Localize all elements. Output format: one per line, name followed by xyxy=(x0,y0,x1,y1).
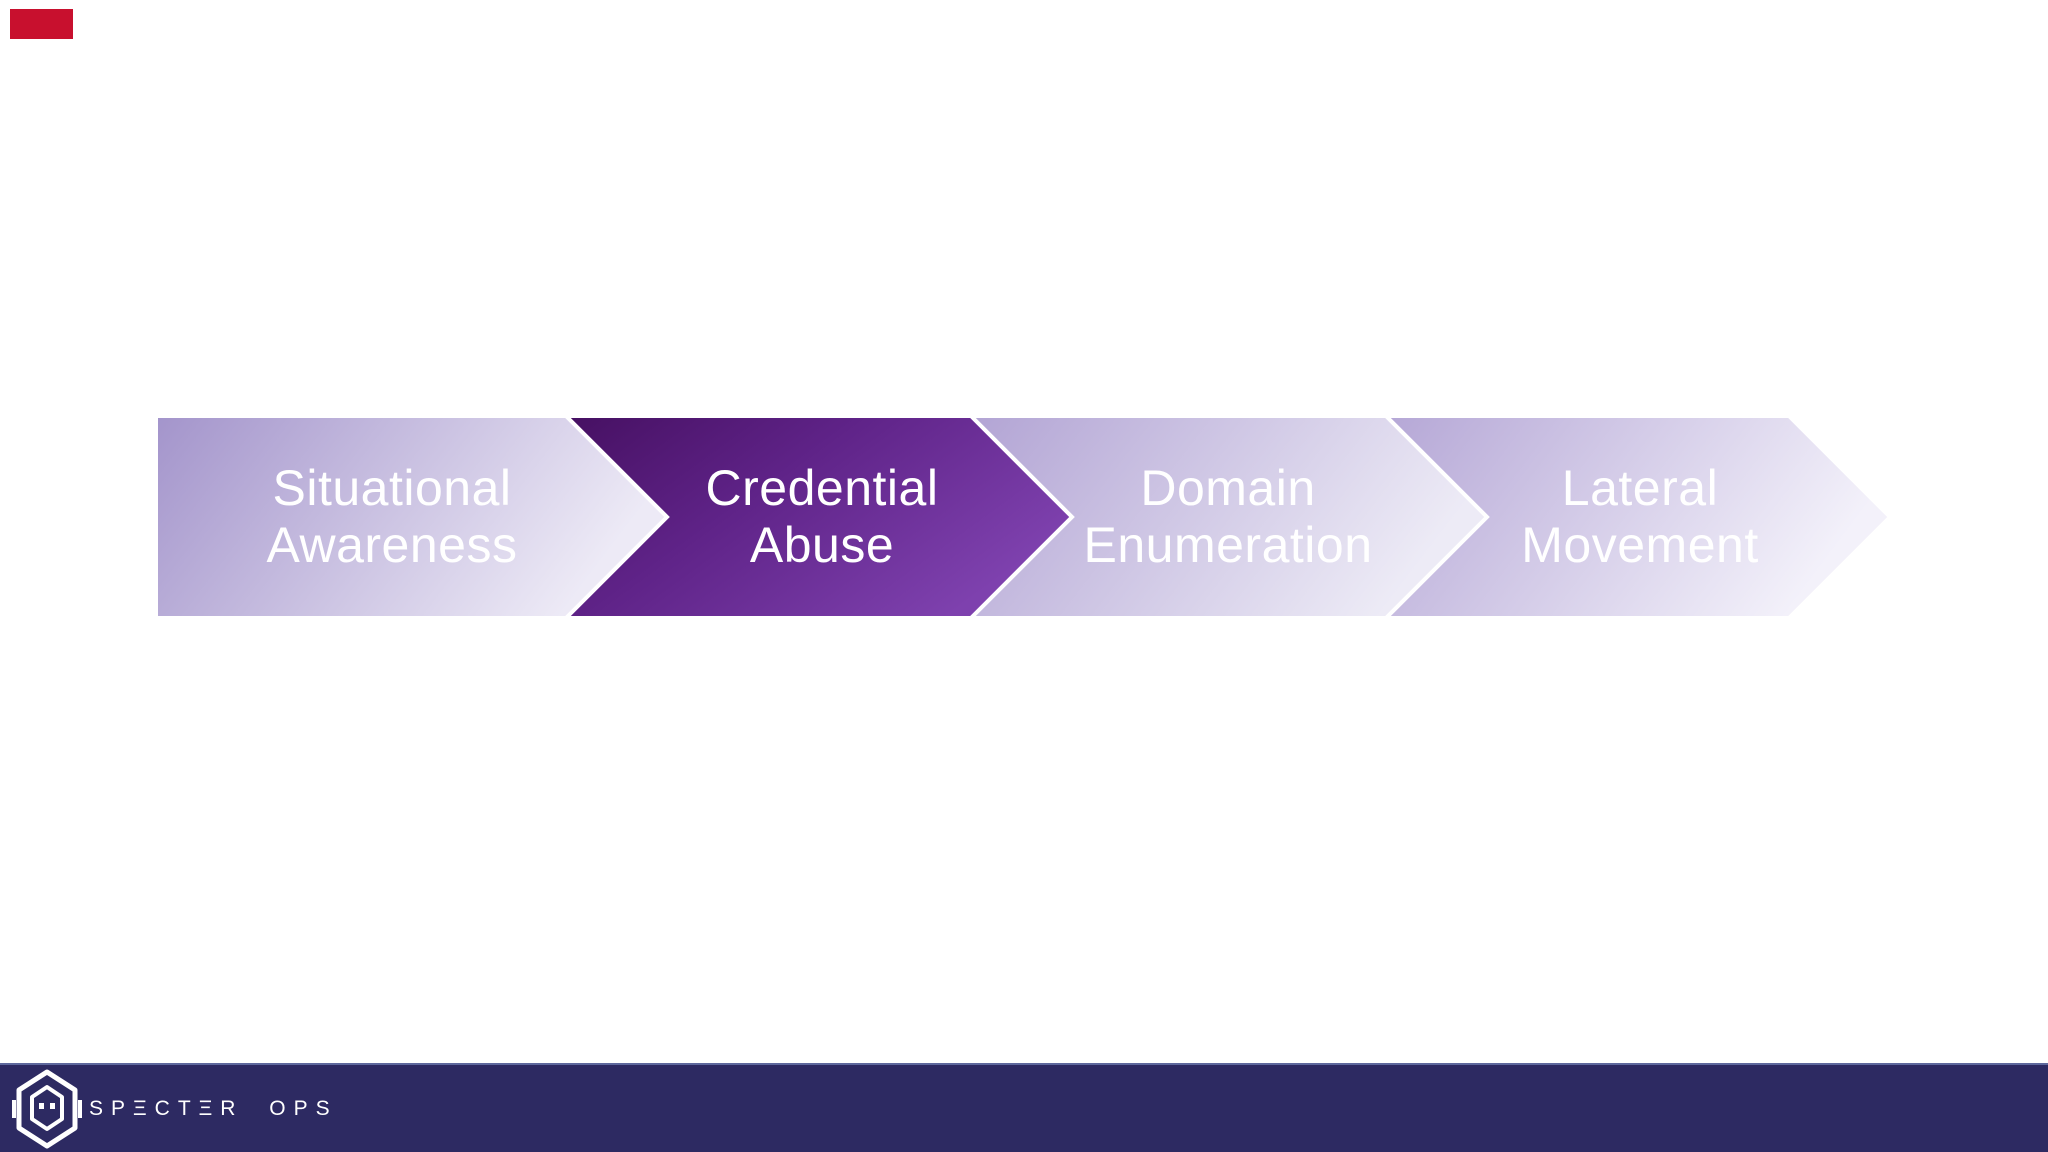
step-3-label: Domain Enumeration xyxy=(971,416,1485,618)
step-4-label: Lateral Movement xyxy=(1386,416,1894,618)
step-1-line2: Awareness xyxy=(266,517,518,573)
step-1-label: Situational Awareness xyxy=(156,416,628,618)
step-2-line2: Abuse xyxy=(749,517,895,573)
specterops-hex-ghost-icon xyxy=(12,1069,82,1149)
step-2-label: Credential Abuse xyxy=(567,416,1077,618)
step-3-line2: Enumeration xyxy=(1083,517,1373,573)
step-4-line1: Lateral xyxy=(1561,460,1719,516)
step-4-line2: Movement xyxy=(1521,517,1759,573)
step-1-line1: Situational xyxy=(272,460,512,516)
accent-bar xyxy=(10,9,73,39)
step-2-line1: Credential xyxy=(705,460,939,516)
chevron-step-1 xyxy=(154,414,670,620)
step-3-line1: Domain xyxy=(1140,460,1316,516)
specterops-wordmark: SPΞCTΞR OPS xyxy=(89,1096,338,1120)
footer-bar: SPΞCTΞR OPS xyxy=(0,1063,2048,1152)
